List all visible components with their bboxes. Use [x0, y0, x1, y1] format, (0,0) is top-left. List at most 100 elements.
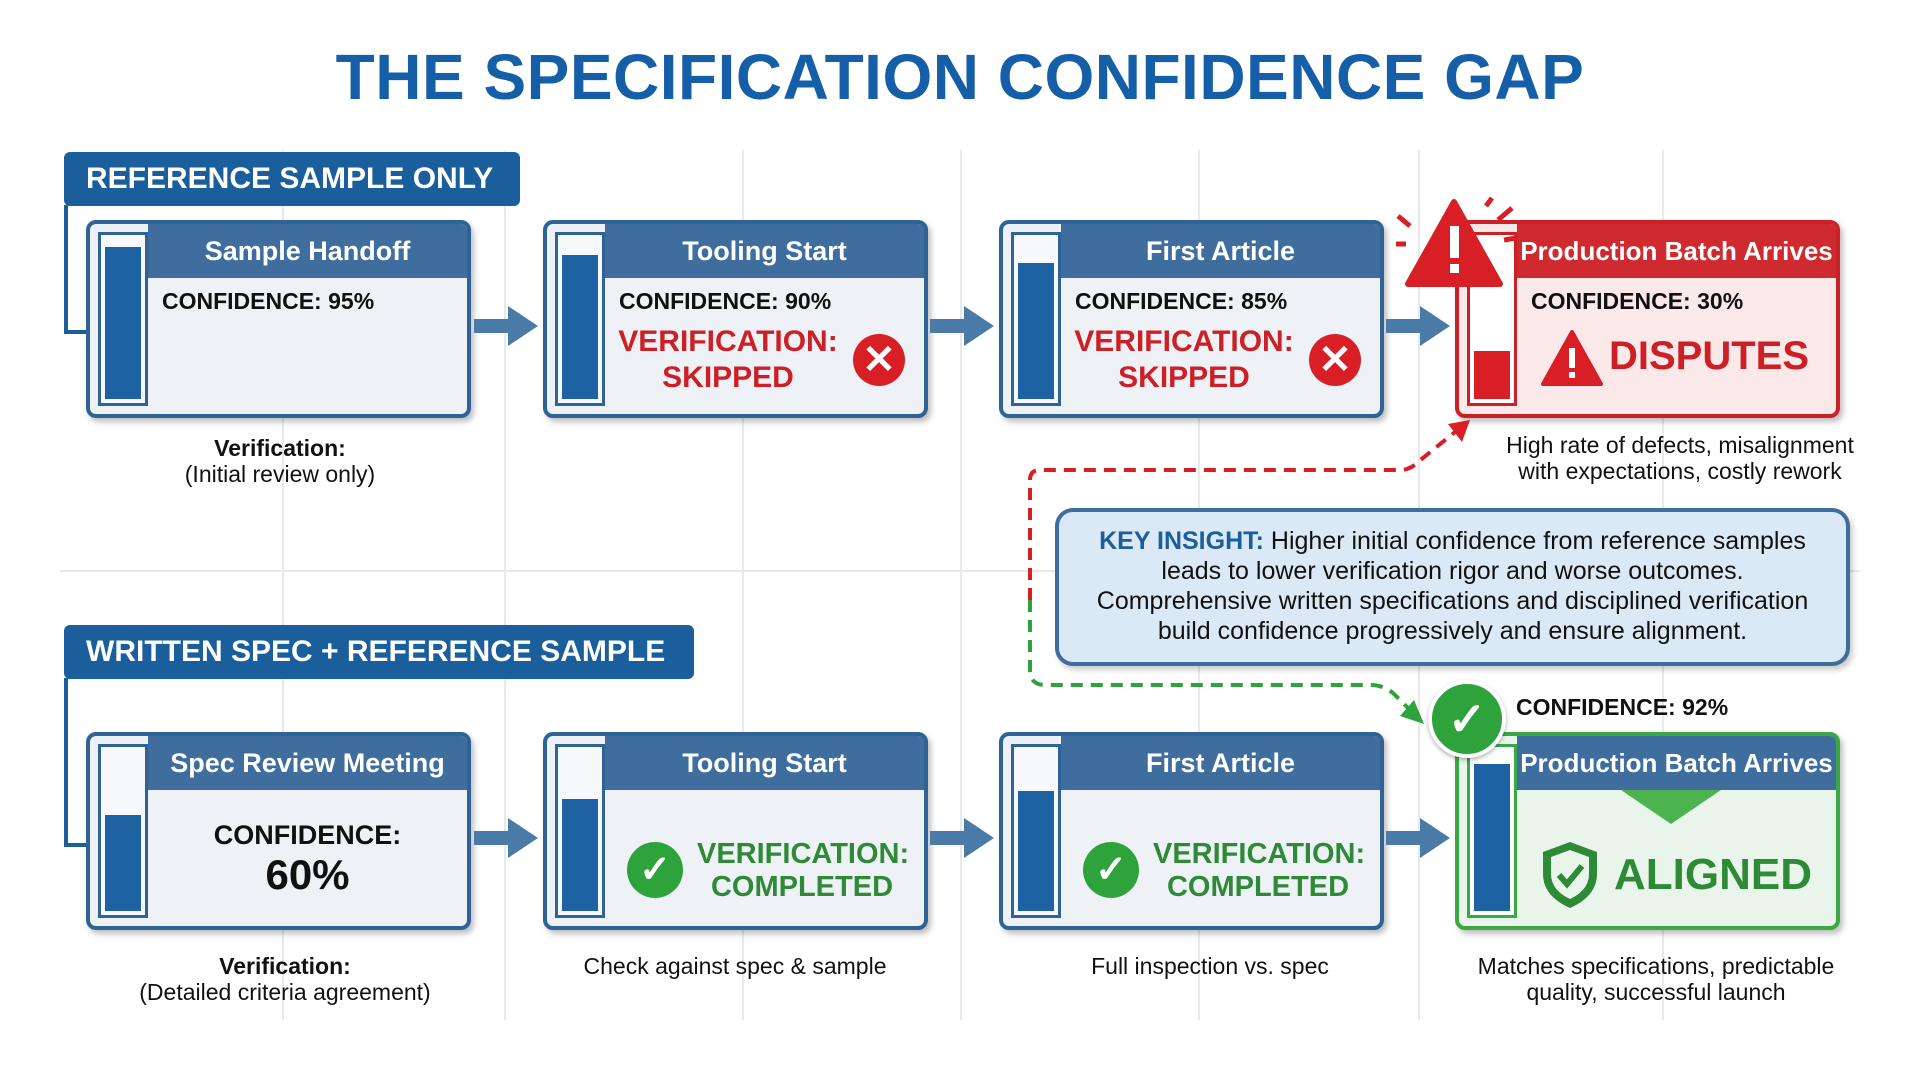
- outcome-label: ALIGNED: [1614, 850, 1812, 899]
- verification-value: SKIPPED: [1118, 361, 1250, 394]
- caption-text: Matches specifications, predictable: [1477, 953, 1835, 979]
- grid-line: [960, 150, 962, 1020]
- flow-arrow: [474, 306, 538, 346]
- stage-card-sample-handoff: Sample Handoff CONFIDENCE: 95%: [86, 220, 471, 418]
- verification-label: VERIFICATION:: [1153, 838, 1366, 870]
- confidence-text: CONFIDENCE: 90%: [619, 288, 832, 314]
- stage-title: Spec Review Meeting: [148, 736, 467, 790]
- confidence-text: CONFIDENCE: 95%: [162, 288, 375, 314]
- flow-arrow: [474, 818, 538, 858]
- stage-title: Tooling Start: [605, 736, 924, 790]
- confidence-gauge: [1467, 232, 1517, 406]
- confidence-gauge-fill: [1474, 351, 1510, 399]
- stage-title: First Article: [1061, 736, 1380, 790]
- shield-check-icon: [1543, 842, 1597, 908]
- alert-icon: [1396, 196, 1516, 287]
- key-insight-text: leads to lower verification rigor and wo…: [1161, 557, 1744, 585]
- stage-card-spec-review-meeting: Spec Review Meeting CONFIDENCE: 60%: [86, 732, 471, 930]
- stage-title: Production Batch Arrives: [1517, 736, 1836, 790]
- verification-label: VERIFICATION:: [1074, 325, 1294, 358]
- key-insight-label: KEY INSIGHT:: [1099, 527, 1264, 555]
- flow-arrow: [1386, 306, 1450, 346]
- confidence-gauge-fill: [562, 255, 598, 399]
- confidence-gauge-fill: [105, 815, 141, 911]
- verification-status: VERIFICATION: COMPLETED: [1153, 838, 1366, 904]
- row-label-reference-sample: REFERENCE SAMPLE ONLY: [64, 152, 520, 206]
- x-circle-icon: ✕: [853, 334, 905, 386]
- flow-arrow: [930, 306, 994, 346]
- confidence-text: CONFIDENCE: 92%: [1516, 694, 1729, 720]
- row-bracket: [64, 678, 90, 847]
- confidence-text: CONFIDENCE: 85%: [1075, 288, 1288, 314]
- key-insight-box: KEY INSIGHT: Higher initial confidence f…: [1055, 508, 1850, 666]
- confidence-label: CONFIDENCE:: [213, 820, 402, 850]
- stage-title: Tooling Start: [605, 224, 924, 278]
- verification-label: VERIFICATION:: [618, 325, 838, 358]
- stage-card-tooling-start: Tooling Start ✓ VERIFICATION: COMPLETED: [543, 732, 928, 930]
- key-insight-text: Higher initial confidence from reference…: [1270, 527, 1806, 555]
- verification-status: VERIFICATION: SKIPPED: [1065, 324, 1303, 396]
- confidence-gauge: [98, 744, 148, 918]
- verification-label: VERIFICATION:: [697, 838, 910, 870]
- row-bracket: [64, 205, 90, 334]
- confidence-gauge: [555, 744, 605, 918]
- key-insight-text: build confidence progressively and ensur…: [1157, 617, 1748, 645]
- verification-value: COMPLETED: [710, 871, 894, 903]
- check-circle-icon: ✓: [1083, 842, 1139, 898]
- confidence-text: CONFIDENCE: 30%: [1531, 288, 1744, 314]
- caption-heading: Verification:: [219, 953, 351, 979]
- page-title: THE SPECIFICATION CONFIDENCE GAP: [335, 41, 1585, 113]
- confidence-gauge-fill: [1474, 764, 1510, 911]
- confidence-gauge-fill: [105, 247, 141, 399]
- caption-text: (Detailed criteria agreement): [139, 979, 431, 1005]
- confidence-gauge: [1011, 232, 1061, 406]
- stage-caption: Matches specifications, predictable qual…: [1466, 953, 1846, 1005]
- grid-line: [504, 150, 506, 1020]
- confidence-gauge-fill: [1018, 791, 1054, 911]
- row-label-written-spec: WRITTEN SPEC + REFERENCE SAMPLE: [64, 625, 694, 679]
- stage-title: First Article: [1061, 224, 1380, 278]
- verification-status: VERIFICATION: COMPLETED: [697, 838, 910, 904]
- key-insight-text: Comprehensive written specifications and…: [1096, 587, 1809, 615]
- stage-card-production-batch-aligned: Production Batch Arrives ALIGNED: [1455, 732, 1840, 930]
- stage-title: Sample Handoff: [148, 224, 467, 278]
- stage-caption: High rate of defects, misalignment with …: [1490, 432, 1870, 484]
- caption-text: (Initial review only): [184, 461, 376, 487]
- down-chevron-icon: [1621, 790, 1721, 824]
- outcome-label: DISPUTES: [1609, 334, 1810, 378]
- confidence-gauge-fill: [1018, 263, 1054, 399]
- flow-arrow: [930, 818, 994, 858]
- stage-caption: Verification: (Initial review only): [130, 435, 430, 487]
- verification-status: VERIFICATION: SKIPPED: [609, 324, 847, 396]
- caption-text: High rate of defects, misalignment: [1506, 432, 1854, 458]
- caption-text: quality, successful launch: [1526, 979, 1786, 1005]
- stage-card-production-batch-disputes: Production Batch Arrives CONFIDENCE: 30%…: [1455, 220, 1840, 418]
- confidence-value: 60%: [265, 851, 350, 898]
- confidence-gauge-fill: [562, 799, 598, 911]
- flow-arrow: [1386, 818, 1450, 858]
- caption-text: with expectations, costly rework: [1518, 458, 1842, 484]
- stage-card-first-article: First Article ✓ VERIFICATION: COMPLETED: [999, 732, 1384, 930]
- grid-line: [282, 150, 284, 1020]
- x-circle-icon: ✕: [1309, 334, 1361, 386]
- dashed-connectors: [1028, 420, 1470, 724]
- stage-caption: Verification: (Detailed criteria agreeme…: [120, 953, 450, 1005]
- confidence-gauge: [1467, 744, 1517, 918]
- check-circle-icon: ✓: [627, 842, 683, 898]
- confidence-gauge: [98, 232, 148, 406]
- warning-icon: [1541, 330, 1603, 386]
- check-circle-icon: ✓: [1428, 680, 1506, 758]
- grid-line: [742, 150, 744, 1020]
- stage-card-first-article: First Article CONFIDENCE: 85% VERIFICATI…: [999, 220, 1384, 418]
- stage-caption: Check against spec & sample: [560, 953, 910, 979]
- confidence-text: CONFIDENCE: 60%: [148, 820, 467, 899]
- verification-value: COMPLETED: [1166, 871, 1350, 903]
- caption-heading: Verification:: [214, 435, 346, 461]
- stage-title: Production Batch Arrives: [1517, 224, 1836, 278]
- caption-text: Check against spec & sample: [583, 953, 887, 979]
- grid-line: [60, 570, 1860, 572]
- confidence-gauge: [555, 232, 605, 406]
- stage-card-tooling-start: Tooling Start CONFIDENCE: 90% VERIFICATI…: [543, 220, 928, 418]
- verification-value: SKIPPED: [662, 361, 794, 394]
- caption-text: Full inspection vs. spec: [1091, 953, 1329, 979]
